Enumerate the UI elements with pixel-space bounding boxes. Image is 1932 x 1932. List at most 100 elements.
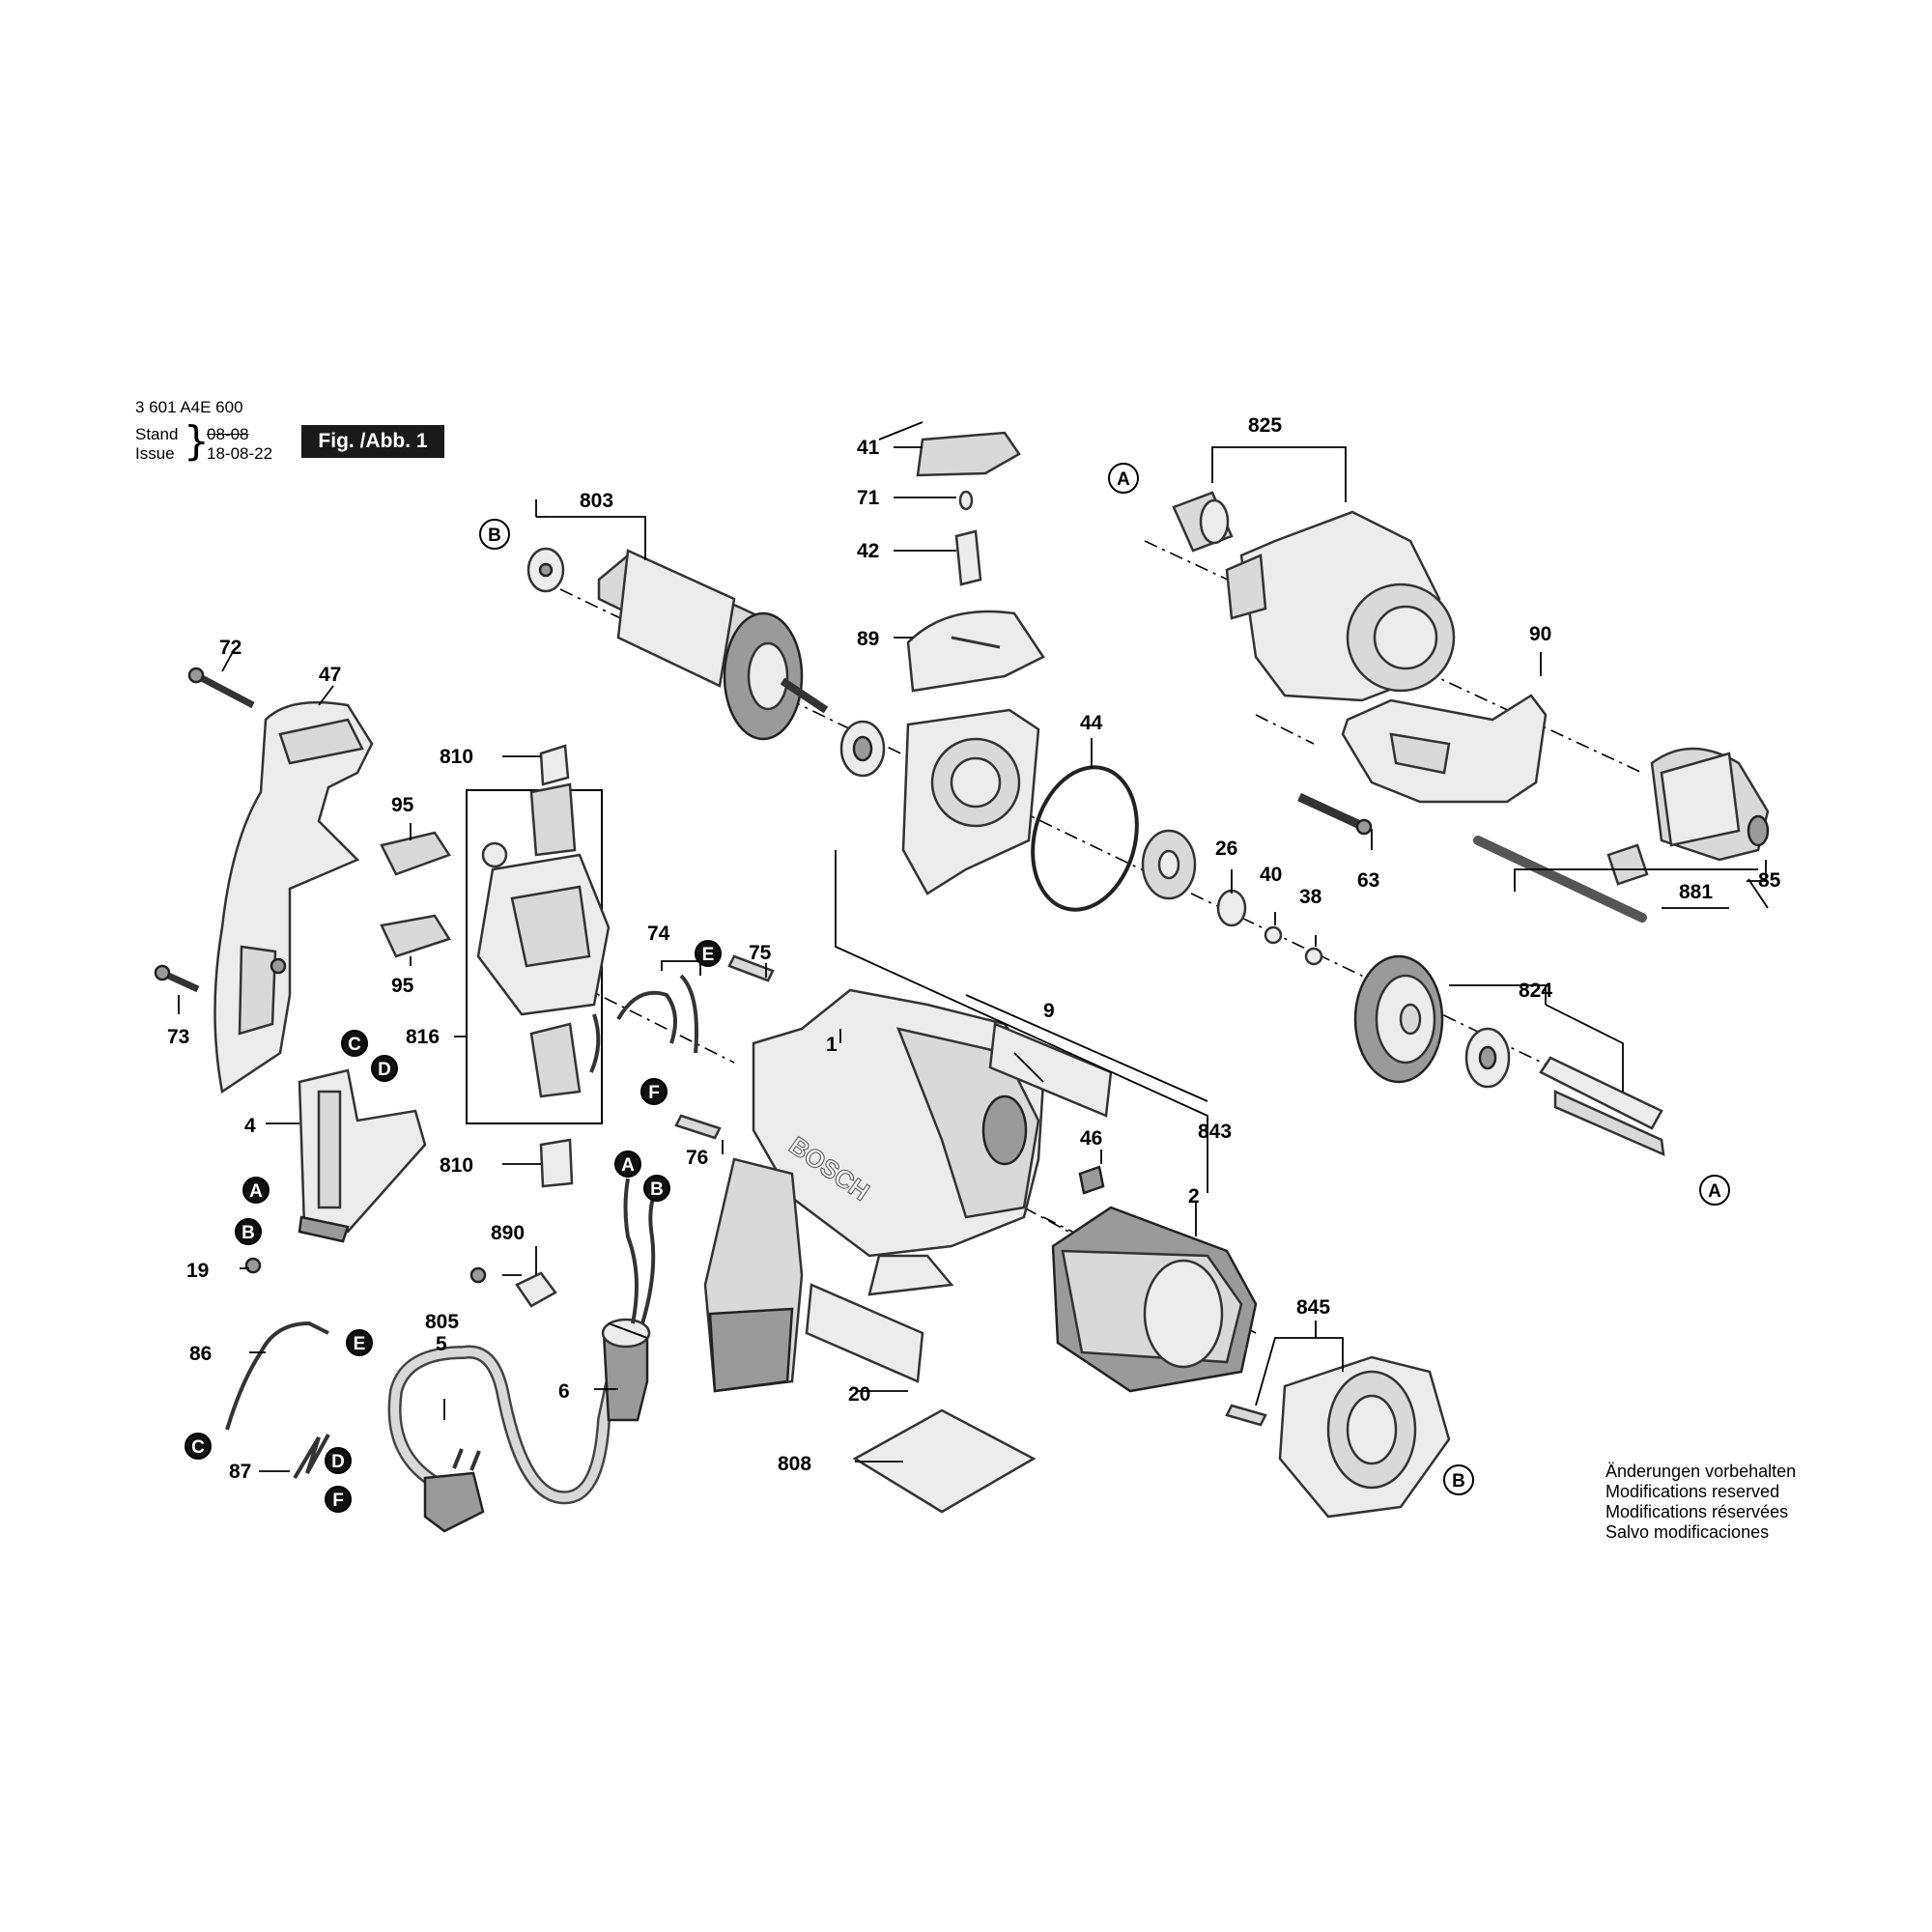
marker-c-wire: C [185,1433,212,1460]
part-label-890: 890 [491,1222,525,1244]
svg-text:D: D [378,1060,391,1080]
part-label-19: 19 [186,1260,209,1282]
fan-guide-845 [1225,1355,1451,1519]
part-label-74: 74 [647,923,670,945]
notice-line: Salvo modificaciones [1605,1522,1770,1542]
reference-markers: A A B B C D A B [185,463,1730,1513]
marker-d-switch: D [371,1055,398,1082]
brush-holder-group [466,744,611,1188]
brace-icon: } [184,417,210,465]
spindle [1539,1056,1665,1157]
part-label-75: 75 [749,942,772,964]
screw-73 [154,964,200,993]
o-ring-44 [1031,765,1139,912]
part-label-76: 76 [686,1147,708,1169]
svg-text:A: A [621,1155,635,1176]
part-label-845: 845 [1296,1296,1330,1319]
part-label-71: 71 [857,487,880,509]
label-20 [805,1283,924,1383]
cover-89 [906,610,1045,693]
stand-label: Stand [135,425,179,443]
pin-71 [958,490,974,511]
housing-half-shell [213,700,374,1094]
handle-grip [703,1157,804,1393]
part-label-805: 805 [425,1311,459,1333]
clip-95-top [380,831,451,876]
screw-19 [244,1257,262,1274]
part-label-20: 20 [848,1383,870,1406]
terminal-75 [727,954,775,982]
cable-leads [623,1178,659,1324]
bearing-ring [839,720,886,778]
cable-clamp-890 [469,1266,557,1308]
svg-text:B: B [242,1223,255,1243]
marker-a-spindle: A [1699,1175,1730,1206]
marker-e-wire: E [346,1329,373,1356]
part-label-73: 73 [167,1026,189,1048]
gear-housing-plate [901,708,1040,895]
svg-text:F: F [332,1491,344,1511]
cable-sleeve-6 [601,1318,651,1422]
part-label-881: 881 [1679,881,1713,903]
switch-4 [298,1068,427,1243]
terminal-76 [674,1114,722,1140]
svg-text:A: A [1117,469,1130,490]
notice-line: Änderungen vorbehalten [1605,1462,1797,1481]
stand-date: 08-08 [207,425,249,443]
notice-line: Modifications reserved [1605,1482,1780,1501]
marker-c-switch: C [341,1030,368,1057]
part-label-85: 85 [1758,869,1781,892]
part-label-63: 63 [1357,869,1379,892]
ball-40 [1264,925,1283,945]
screw-72 [187,667,255,709]
part-label-26: 26 [1215,838,1237,860]
label-808 [852,1408,1037,1514]
wire-86 [225,1321,329,1431]
marker-b-cable: B [643,1175,670,1202]
part-label-44: 44 [1080,712,1103,734]
part-label-90: 90 [1529,623,1551,645]
part-label-808: 808 [778,1453,811,1475]
ball-38 [1304,947,1323,966]
part-label-72: 72 [219,637,242,659]
clip-95-bottom [380,914,451,958]
svg-text:A: A [249,1181,263,1202]
marker-b-armature: B [479,519,510,550]
part-label-87: 87 [229,1461,251,1483]
part-label-46: 46 [1080,1127,1102,1150]
issue-label: Issue [135,444,175,463]
svg-text:E: E [354,1334,366,1354]
svg-text:B: B [1452,1471,1465,1492]
gear-head-housing [1225,510,1456,702]
part-label-42: 42 [857,540,879,562]
marker-f-brush: F [640,1078,668,1105]
svg-text:A: A [1708,1181,1721,1202]
armature-803 [526,547,829,741]
svg-text:C: C [191,1437,205,1458]
part-label-803: 803 [580,490,613,512]
slider-42 [954,529,982,586]
figure-badge: Fig. /Abb. 1 [301,425,444,458]
drill-chuck [1650,747,1770,862]
spring-clip-74 [616,974,698,1054]
part-label-1: 1 [826,1034,838,1056]
part-label-47: 47 [319,664,341,686]
svg-text:B: B [650,1179,664,1200]
part-label-810-top: 810 [440,746,473,768]
motor-housing: BOSCH [752,988,1045,1296]
marker-b-fan: B [1443,1464,1474,1495]
part-label-6: 6 [558,1380,570,1403]
screw-46 [1078,1165,1105,1195]
spindle-bearing [1464,1027,1511,1089]
main-gear [1353,954,1444,1084]
issue-date: 18-08-22 [207,444,273,463]
marker-a-chuck: A [1108,463,1139,494]
modifications-notice: Änderungen vorbehalten Modifications res… [1605,1462,1796,1543]
notice-line: Modifications réservées [1605,1502,1789,1521]
power-cable [387,1345,625,1505]
svg-text:E: E [702,945,715,965]
marker-d-wire: D [325,1447,352,1474]
part-number-labels: 1 2 4 5 6 9 19 20 26 38 40 41 42 44 46 4… [167,414,1781,1483]
part-label-843: 843 [1198,1121,1232,1143]
clutch-gear [1141,829,1197,900]
